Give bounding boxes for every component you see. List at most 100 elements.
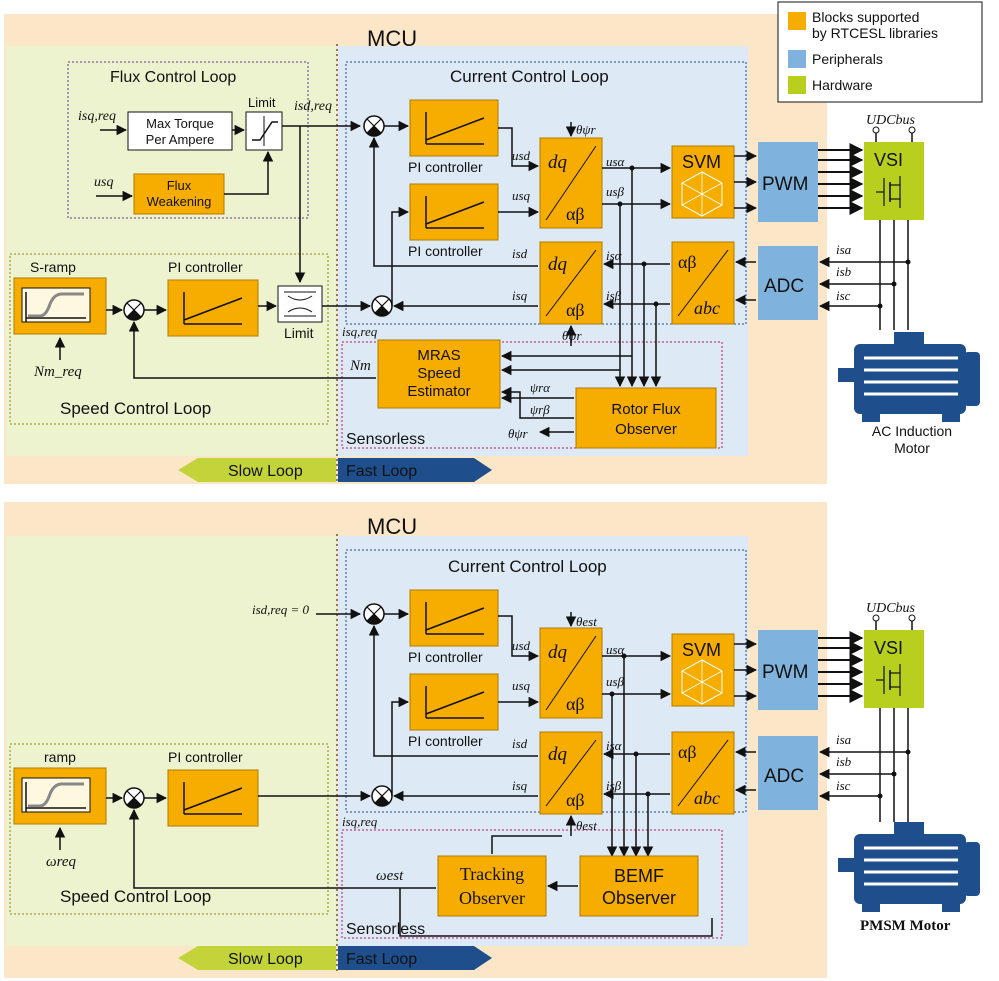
legend-library-line2: by RTCESL libraries [812, 25, 938, 41]
vsi-block [864, 142, 924, 220]
aci-diagram: MCU Flux Control Loop Current Control Lo… [4, 14, 982, 484]
sensorless-title: Sensorless [346, 431, 425, 448]
sig-theta-obs: θψr [508, 426, 528, 441]
sensorless-frame-2 [341, 829, 723, 939]
flux-loop-frame [67, 61, 309, 219]
ab-label-abc: αβ [678, 252, 697, 272]
sig-isd: isd [512, 246, 528, 261]
sig-udc-b: UDCbus [866, 601, 916, 616]
sig-nmreq: Nm_req [33, 364, 82, 380]
pi-q-block-2 [409, 673, 499, 731]
current-loop-title-2: Current Control Loop [448, 557, 607, 576]
sig-theta-b: θest [576, 614, 597, 629]
mras-label: MRAS [417, 347, 460, 364]
sensorless-frame [341, 341, 723, 449]
sig-usq: usq [94, 175, 113, 190]
bemf-observer-label: BEMF [614, 866, 664, 886]
ab-label: αβ [566, 204, 585, 224]
pi-speed-block-2 [167, 769, 259, 827]
bemf-observer-label-2: Observer [602, 888, 676, 908]
pi-label-speed: PI controller [168, 259, 243, 275]
sig-isqreq2: isq,req [342, 324, 378, 339]
tracking-observer-label-2: Observer [459, 888, 525, 908]
vsi-block-2 [864, 630, 924, 708]
fast-loop-label-2: Fast Loop [346, 951, 417, 968]
legend: Blocks supported by RTCESL libraries Per… [777, 1, 983, 103]
sig-omega-est: ωest [376, 868, 404, 884]
dq-label: dq [548, 152, 568, 173]
abc-label-2: abc [694, 788, 720, 808]
limit-block-speed [277, 285, 323, 323]
legend-swatch-library [788, 12, 806, 30]
sig-ia: isa [836, 242, 852, 257]
slow-zone [6, 46, 336, 456]
sig-usa-b: usα [606, 642, 626, 657]
pi-speed-block [167, 279, 259, 337]
sig-usq2: usq [512, 188, 531, 203]
speed-loop-title: Speed Control Loop [60, 399, 211, 418]
ab-label-park: αβ [566, 300, 585, 320]
sig-isdreq: isd,req [294, 99, 332, 114]
sig-usd: usd [512, 148, 531, 163]
pwm-block-2 [758, 630, 818, 710]
vsi-label-2: VSI [874, 638, 903, 658]
pwm-block [758, 142, 818, 222]
ab-label-2: αβ [566, 694, 585, 714]
rotor-flux-label: Rotor Flux [611, 401, 681, 418]
sig-theta-park-b: θest [576, 818, 597, 833]
legend-library-line1: Blocks supported [812, 9, 919, 25]
aci-motor-icon [836, 330, 982, 424]
vsi-label: VSI [874, 150, 903, 170]
pmsm-motor-icon [836, 820, 982, 914]
mtpa-block [127, 111, 233, 151]
sig-ib-b: isb [836, 754, 852, 769]
legend-peripherals: Peripherals [812, 51, 883, 67]
adc-block-2 [758, 736, 818, 810]
pi-d-label: PI controller [408, 159, 483, 175]
dq-label-park-2: dq [548, 744, 568, 765]
sensorless-title-2: Sensorless [346, 921, 425, 938]
sig-usa: usα [606, 154, 626, 169]
pi-q-block [409, 183, 499, 241]
mcu-title: MCU [367, 26, 417, 51]
slow-loop-arrow-2 [178, 946, 336, 970]
sig-nm: Nm [349, 358, 371, 374]
slow-zone-2 [6, 536, 336, 946]
svm-block-2 [671, 633, 735, 707]
tracking-observer-block [437, 855, 547, 917]
mras-label-3: Estimator [407, 383, 470, 400]
slow-loop-arrow [178, 458, 336, 482]
pi-label-speed-2: PI controller [168, 749, 243, 765]
pwm-label-2: PWM [762, 662, 808, 683]
tracking-observer-label: Tracking [460, 864, 524, 884]
sig-theta: θψr [576, 122, 596, 137]
limit-label-speed: Limit [284, 325, 314, 341]
s-ramp-label: S-ramp [30, 259, 76, 275]
sig-usb-b: usβ [606, 674, 625, 689]
sig-theta-park: θψr [562, 328, 582, 343]
sig-isb-b: isβ [606, 778, 622, 793]
pi-d-block [409, 99, 499, 157]
sig-ia-b: isa [836, 732, 852, 747]
ab-label-abc-2: αβ [678, 742, 697, 762]
svm-label-2: SVM [682, 640, 721, 660]
ab-label-park-2: αβ [566, 790, 585, 810]
rotor-flux-block [575, 387, 717, 449]
mras-block [377, 339, 501, 409]
pi-q-label: PI controller [408, 243, 483, 259]
legend-swatch-peripheral [788, 50, 806, 68]
slow-loop-label-2: Slow Loop [228, 951, 303, 968]
pi-d-block-2 [409, 589, 499, 647]
sig-ic-b: isc [836, 778, 851, 793]
fast-loop-arrow [338, 458, 492, 482]
abc-label: abc [694, 298, 720, 318]
flux-loop-title: Flux Control Loop [110, 69, 236, 86]
aci-motor-label: AC Induction [872, 423, 952, 439]
pi-q-label-2: PI controller [408, 733, 483, 749]
sig-ic: isc [836, 288, 851, 303]
rotor-flux-label-2: Observer [615, 421, 677, 438]
flux-weakening-label-2: Weakening [147, 194, 212, 209]
aci-motor-label-2: Motor [894, 440, 930, 456]
sig-psia: ψrα [530, 380, 551, 395]
sig-psib: ψrβ [530, 402, 550, 417]
